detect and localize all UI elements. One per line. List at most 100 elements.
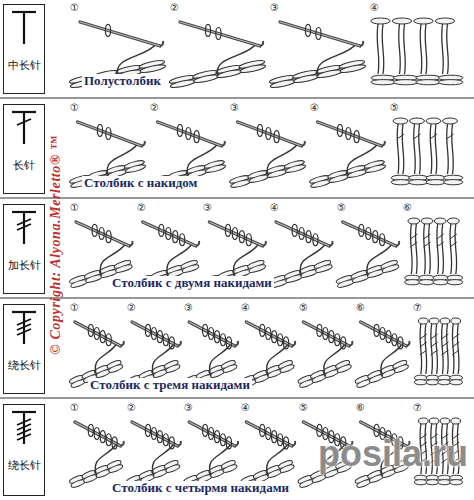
crochet-hook — [75, 422, 124, 446]
step-number: ① — [70, 203, 79, 213]
stitch-caption: Столбик с двумя накидами — [110, 276, 274, 290]
finished-stitches — [419, 318, 461, 374]
yarn-loops — [257, 124, 279, 142]
chain — [414, 475, 462, 485]
stitch-name: 加长针 — [8, 258, 41, 273]
site-watermark: posila.ru — [318, 436, 468, 472]
copyright-watermark: © Copyright: Alyona.Merletto® ™ — [49, 135, 63, 354]
step-number: ③ — [184, 303, 193, 313]
crochet-hook — [246, 322, 295, 346]
crochet-hook — [189, 422, 238, 446]
stitch-caption: Полустолбик — [82, 74, 163, 88]
row-divider — [0, 298, 474, 299]
yarn-loops — [305, 24, 321, 39]
step-number: ② — [170, 3, 179, 13]
step-number: ③ — [230, 103, 239, 113]
symbol-box: 中长针 — [3, 4, 45, 94]
row-divider — [0, 198, 474, 199]
step-number: ④ — [310, 103, 319, 113]
finished-stitches — [371, 18, 455, 74]
row-divider — [0, 398, 474, 399]
yarn — [300, 244, 325, 276]
crochet-hook — [158, 122, 225, 146]
step-number: ⑥ — [356, 403, 365, 413]
stitch-symbol — [12, 312, 36, 344]
crochet-hook — [361, 322, 410, 346]
chain — [371, 75, 463, 85]
step-number: ① — [70, 303, 79, 313]
step-number: ① — [70, 403, 79, 413]
row-divider — [0, 98, 474, 99]
finished-stitches — [393, 118, 457, 174]
yarn — [187, 144, 217, 176]
yarn-loops — [203, 424, 232, 448]
finished-stitches — [408, 218, 459, 274]
crochet-hook — [143, 222, 200, 246]
yarn — [267, 144, 297, 176]
stitch-name: 绕长针 — [8, 358, 41, 373]
yarn — [95, 344, 116, 376]
stitch-name: 中长针 — [8, 58, 41, 73]
step-number: ① — [70, 103, 79, 113]
stitch-symbol — [12, 112, 36, 144]
yarn-loops — [92, 224, 111, 242]
yarn-loops — [159, 224, 185, 245]
stitch-caption: Столбик с накидом — [82, 176, 199, 190]
crochet-hook — [303, 322, 352, 346]
yarn-loops — [337, 124, 359, 142]
crochet-hook — [318, 122, 385, 146]
symbol-box: 绕长针 — [3, 404, 45, 496]
step-number: ⑤ — [337, 203, 346, 213]
yarn — [317, 44, 356, 76]
step-number: ⑥ — [356, 303, 365, 313]
yarn-loops — [374, 324, 403, 348]
step-number: ④ — [241, 403, 250, 413]
symbol-box: 加长针 — [3, 204, 45, 294]
chain — [414, 375, 462, 385]
yarn-loops — [97, 124, 111, 139]
yarn-loops — [145, 324, 174, 348]
stitch-symbol — [12, 412, 36, 444]
step-number: ③ — [203, 203, 212, 213]
yarn-loops — [205, 24, 221, 39]
stitch-caption: Столбик с тремя накидами — [88, 378, 252, 392]
yarn-loops — [88, 424, 117, 448]
yarn-loops — [359, 224, 385, 245]
step-number: ② — [127, 303, 136, 313]
crochet-hook — [276, 222, 333, 246]
yarn-loops — [88, 324, 111, 345]
chain — [391, 175, 463, 185]
step-number: ② — [137, 203, 146, 213]
yarn — [234, 244, 259, 276]
symbol-box: 长针 — [3, 104, 45, 194]
step-number: ⑤ — [299, 403, 308, 413]
crochet-hook — [189, 322, 238, 346]
yarn — [347, 144, 377, 176]
chain — [405, 275, 463, 285]
yarn — [117, 44, 156, 76]
crochet-hook — [238, 122, 305, 146]
crochet-hook — [280, 22, 363, 46]
yarn-loops — [225, 224, 251, 245]
step-number: ④ — [270, 203, 279, 213]
crochet-hook — [80, 22, 163, 46]
step-number: ① — [70, 3, 79, 13]
stitch-name: 绕长针 — [8, 458, 41, 473]
stitch-symbol — [12, 12, 36, 44]
yarn-loops — [292, 224, 318, 245]
yarn — [217, 44, 256, 76]
yarn-loops — [317, 324, 346, 348]
crochet-hook — [246, 422, 295, 446]
step-number: ⑤ — [299, 303, 308, 313]
yarn — [100, 244, 125, 276]
crochet-hook — [75, 322, 124, 346]
step-number: ② — [127, 403, 136, 413]
crochet-hook — [343, 222, 400, 246]
chain — [69, 59, 166, 89]
step-number: ④ — [241, 303, 250, 313]
yarn-loops — [177, 124, 199, 142]
symbol-box: 绕长针 — [3, 304, 45, 394]
stitch-name: 长针 — [13, 158, 35, 173]
